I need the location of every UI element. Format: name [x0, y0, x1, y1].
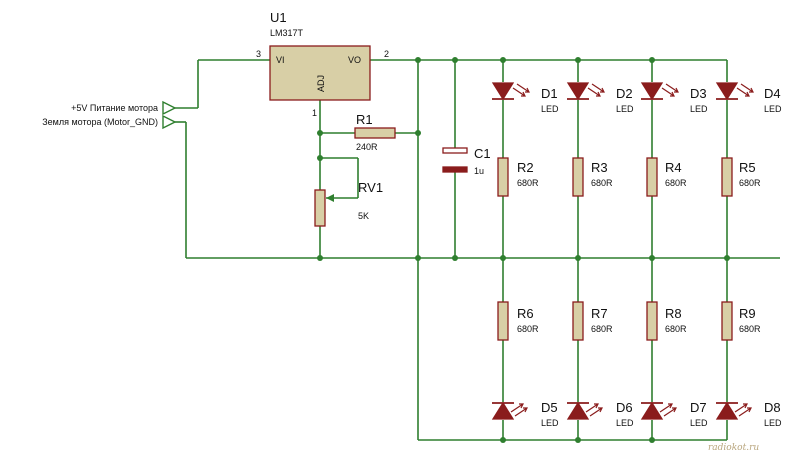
resistor-r8: R8 680R	[646, 301, 687, 341]
d4-ref: D4	[764, 86, 781, 101]
d3-type: LED	[690, 104, 708, 114]
r1-value: 240R	[356, 142, 378, 152]
u1-part: LM317T	[270, 28, 304, 38]
r7-value: 680R	[591, 324, 613, 334]
u1-pin3-number: 3	[256, 49, 261, 59]
resistor-r6: R6 680R	[497, 301, 539, 341]
d7-type: LED	[690, 418, 708, 428]
resistor-r5: R5 680R	[721, 157, 761, 197]
r3-ref: R3	[591, 160, 608, 175]
d2-type: LED	[616, 104, 634, 114]
r4-ref: R4	[665, 160, 682, 175]
led-d8: D8 LED	[715, 400, 782, 428]
u1-pin-adj: ADJ	[316, 75, 326, 92]
potentiometer-rv1: RV1 5K	[314, 180, 383, 227]
r2-ref: R2	[517, 160, 534, 175]
r8-value: 680R	[665, 324, 687, 334]
ground-terminal-label: Земля мотора (Motor_GND)	[42, 117, 158, 127]
resistor-r9: R9 680R	[721, 301, 761, 341]
junction-dots	[317, 57, 730, 443]
r7-ref: R7	[591, 306, 608, 321]
resistor-r7: R7 680R	[572, 301, 613, 341]
watermark: radiokot.ru	[708, 443, 759, 453]
u1-pin1-number: 1	[312, 108, 317, 118]
r6-value: 680R	[517, 324, 539, 334]
d8-ref: D8	[764, 400, 781, 415]
led-d5: D5 LED	[491, 400, 559, 428]
d6-ref: D6	[616, 400, 633, 415]
resistor-r3: R3 680R	[572, 157, 613, 197]
d4-type: LED	[764, 104, 782, 114]
power-terminal-label: +5V Питание мотора	[71, 103, 158, 113]
r1-ref: R1	[356, 112, 373, 127]
d1-type: LED	[541, 104, 559, 114]
d7-ref: D7	[690, 400, 707, 415]
c1-ref: C1	[474, 146, 491, 161]
capacitor-c1: C1 1u	[442, 146, 491, 176]
u1-pin-vo: VO	[348, 55, 361, 65]
d3-ref: D3	[690, 86, 707, 101]
power-terminal: +5V Питание мотора	[71, 100, 177, 116]
led-d1: D1 LED	[491, 82, 559, 114]
regulator-u1: U1 LM317T VI VO ADJ 3 2 1	[256, 10, 389, 118]
resistor-r1: R1 240R	[354, 112, 396, 152]
r9-ref: R9	[739, 306, 756, 321]
u1-ref: U1	[270, 10, 287, 25]
d2-ref: D2	[616, 86, 633, 101]
r6-ref: R6	[517, 306, 534, 321]
resistor-r2: R2 680R	[497, 157, 539, 197]
d5-type: LED	[541, 418, 559, 428]
r5-value: 680R	[739, 178, 761, 188]
d8-type: LED	[764, 418, 782, 428]
r2-value: 680R	[517, 178, 539, 188]
r4-value: 680R	[665, 178, 687, 188]
rv1-value: 5K	[358, 211, 369, 221]
led-d2: D2 LED	[566, 82, 634, 114]
u1-pin-vi: VI	[276, 55, 285, 65]
r9-value: 680R	[739, 324, 761, 334]
led-d7: D7 LED	[640, 400, 708, 428]
c1-value: 1u	[474, 166, 484, 176]
r5-ref: R5	[739, 160, 756, 175]
rv1-ref: RV1	[358, 180, 383, 195]
d6-type: LED	[616, 418, 634, 428]
d1-ref: D1	[541, 86, 558, 101]
led-d3: D3 LED	[640, 82, 708, 114]
led-d4: D4 LED	[715, 82, 782, 114]
resistor-r4: R4 680R	[646, 157, 687, 197]
r3-value: 680R	[591, 178, 613, 188]
d5-ref: D5	[541, 400, 558, 415]
led-d6: D6 LED	[566, 400, 634, 428]
ground-terminal: Земля мотора (Motor_GND)	[42, 114, 177, 130]
u1-pin2-number: 2	[384, 49, 389, 59]
wires	[175, 59, 780, 441]
r8-ref: R8	[665, 306, 682, 321]
